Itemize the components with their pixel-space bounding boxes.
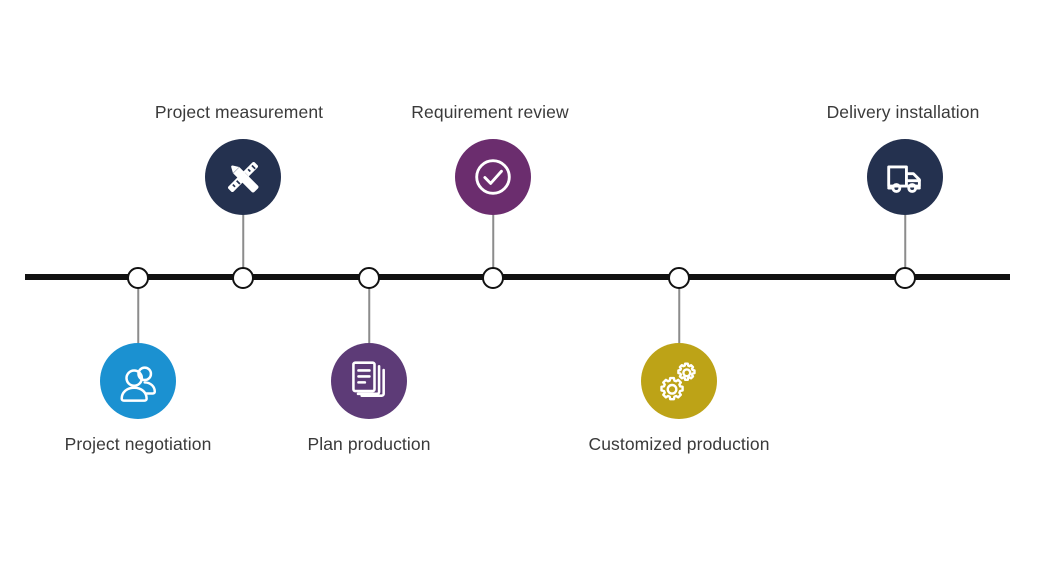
step-caption-customized-production: Customized production [588,434,770,454]
step-caption-delivery-installation: Delivery installation [826,102,980,122]
delivery-truck-icon [882,154,928,200]
step-badge-plan-production[interactable] [331,343,407,419]
axis-node-delivery-installation[interactable] [894,267,916,289]
connector-stem-plan-production [368,278,370,344]
connector-stem-customized-production [678,278,680,344]
connector-stem-delivery-installation [904,215,906,278]
documents-icon [347,359,391,403]
pencil-ruler-icon [219,153,267,201]
connector-stem-project-negotiation [137,278,139,344]
axis-node-requirement-review[interactable] [482,267,504,289]
step-caption-project-measurement: Project measurement [154,102,324,122]
step-badge-delivery-installation[interactable] [867,139,943,215]
gears-icon [655,357,703,405]
check-circle-icon [470,154,516,200]
users-icon [115,358,161,404]
step-caption-plan-production: Plan production [307,434,431,454]
axis-node-plan-production[interactable] [358,267,380,289]
connector-stem-requirement-review [492,215,494,278]
step-badge-project-negotiation[interactable] [100,343,176,419]
step-badge-customized-production[interactable] [641,343,717,419]
step-badge-requirement-review[interactable] [455,139,531,215]
step-caption-project-negotiation: Project negotiation [64,434,212,454]
connector-stem-project-measurement [242,215,244,278]
axis-node-project-measurement[interactable] [232,267,254,289]
axis-node-customized-production[interactable] [668,267,690,289]
axis-node-project-negotiation[interactable] [127,267,149,289]
step-badge-project-measurement[interactable] [205,139,281,215]
timeline-axis [25,274,1010,280]
step-caption-requirement-review: Requirement review [411,102,569,122]
